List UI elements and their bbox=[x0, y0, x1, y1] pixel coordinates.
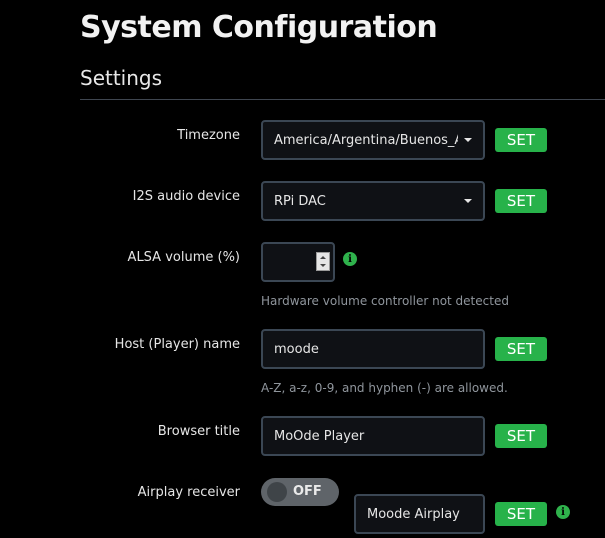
page-title: System Configuration bbox=[80, 10, 438, 45]
timezone-select[interactable]: America/Argentina/Buenos_A bbox=[261, 120, 485, 160]
toggle-knob bbox=[267, 482, 287, 502]
spin-up-icon bbox=[320, 255, 326, 259]
section-title: Settings bbox=[80, 66, 163, 90]
i2s-set-button[interactable]: SET bbox=[495, 189, 547, 213]
info-icon[interactable]: i bbox=[343, 252, 357, 266]
spin-down-icon bbox=[320, 264, 326, 268]
chevron-down-icon bbox=[464, 138, 472, 142]
browser-title-input[interactable]: MoOde Player bbox=[261, 416, 485, 456]
alsa-help-text: Hardware volume controller not detected bbox=[261, 294, 509, 308]
airplay-toggle[interactable]: OFF bbox=[261, 478, 339, 506]
section-divider bbox=[80, 99, 605, 100]
host-name-input[interactable]: moode bbox=[261, 329, 485, 369]
airplay-name-value: Moode Airplay bbox=[367, 506, 460, 522]
i2s-select[interactable]: RPi DAC bbox=[261, 181, 485, 221]
alsa-volume-label: ALSA volume (%) bbox=[127, 250, 240, 265]
timezone-label: Timezone bbox=[177, 128, 240, 143]
host-name-value: moode bbox=[274, 341, 319, 357]
i2s-value: RPi DAC bbox=[274, 193, 326, 209]
browser-title-value: MoOde Player bbox=[274, 428, 365, 444]
airplay-set-button[interactable]: SET bbox=[495, 502, 547, 526]
timezone-value: America/Argentina/Buenos_A bbox=[274, 132, 458, 148]
host-set-button[interactable]: SET bbox=[495, 337, 547, 361]
alsa-volume-input[interactable] bbox=[261, 242, 335, 282]
airplay-name-input[interactable]: Moode Airplay bbox=[354, 494, 485, 534]
timezone-set-button[interactable]: SET bbox=[495, 128, 547, 152]
browser-title-label: Browser title bbox=[157, 424, 240, 439]
browser-set-button[interactable]: SET bbox=[495, 424, 547, 448]
i2s-label: I2S audio device bbox=[132, 189, 240, 204]
airplay-label: Airplay receiver bbox=[137, 485, 240, 500]
number-spinner[interactable] bbox=[316, 252, 330, 271]
host-help-text: A-Z, a-z, 0-9, and hyphen (-) are allowe… bbox=[261, 381, 508, 395]
toggle-state: OFF bbox=[293, 484, 322, 499]
chevron-down-icon bbox=[464, 199, 472, 203]
host-name-label: Host (Player) name bbox=[114, 337, 240, 352]
info-icon[interactable]: i bbox=[556, 505, 570, 519]
